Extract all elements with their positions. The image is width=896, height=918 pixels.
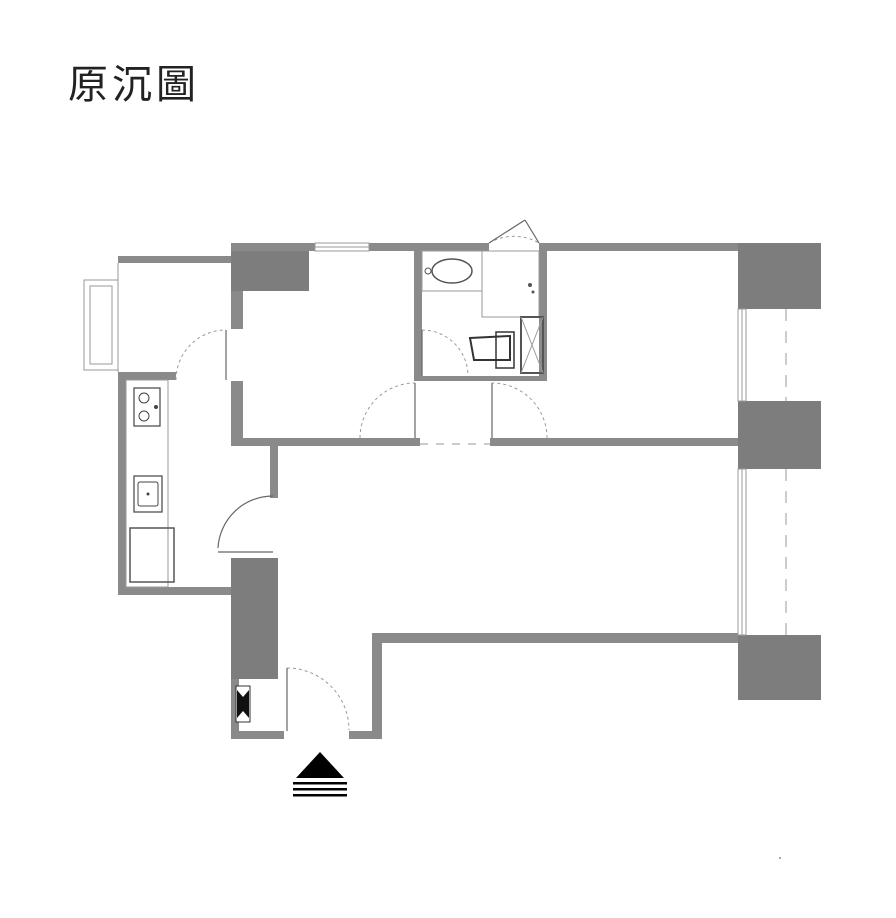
sink-icon-bath xyxy=(424,258,473,284)
wall-right-bedroom-bottom xyxy=(490,438,738,446)
shower-head-icon xyxy=(528,283,535,294)
stove-icon xyxy=(133,387,161,427)
wall-entry-bottom-left xyxy=(231,731,284,739)
bathtub-box xyxy=(520,316,544,374)
column-entry xyxy=(231,558,278,679)
wall-bath-right xyxy=(539,251,547,379)
wall-entry-right xyxy=(372,633,382,739)
wall-left-bedroom-low xyxy=(231,381,243,443)
door-swing-icon-bath xyxy=(421,329,469,377)
fridge-box xyxy=(129,527,175,583)
wall-kitchen-bottom xyxy=(118,587,231,595)
wall-living-bottom xyxy=(372,633,738,643)
wall-top-right xyxy=(539,243,738,251)
entrance-arrow-icon xyxy=(293,752,347,797)
wall-top-bedroom xyxy=(231,243,315,251)
wall-bedroom-bottom xyxy=(231,438,420,446)
wall-hall-left xyxy=(270,446,278,498)
wall-bath-bottom xyxy=(414,376,547,381)
wall-left-bedroom xyxy=(231,291,243,329)
wall-top-bedroom-2 xyxy=(369,243,421,251)
wall-kitchen-top xyxy=(118,256,231,263)
wall-bedroom-bath xyxy=(414,251,422,379)
column-right-middle xyxy=(738,401,821,469)
page-title: 原沉圖 xyxy=(68,62,200,108)
wall-entry-bottom-right xyxy=(349,731,382,739)
door-swing-icon-hall xyxy=(217,495,274,549)
shower-area xyxy=(481,250,540,318)
kitchen-counter xyxy=(125,379,169,588)
toilet-icon xyxy=(468,331,515,369)
column-right-top xyxy=(738,243,821,309)
balcony-railing xyxy=(83,279,119,371)
wall-entry-left xyxy=(231,679,239,739)
door-swing-icon-entry xyxy=(286,667,350,731)
door-swing-icon-kitchen xyxy=(175,329,227,381)
sink-icon-kitchen xyxy=(133,475,163,513)
door-swing-icon-right-room xyxy=(491,382,548,439)
meter-box-icon xyxy=(235,685,251,723)
door-swing-icon-bedroom xyxy=(359,382,416,439)
marker-dot xyxy=(779,857,781,859)
wall-kitchen-divider xyxy=(118,372,176,380)
door-swing-icon-balcony xyxy=(488,235,540,244)
wall-top-bath xyxy=(421,243,489,251)
column-right-bottom xyxy=(738,635,821,700)
wall-kitchen-left xyxy=(118,372,126,594)
